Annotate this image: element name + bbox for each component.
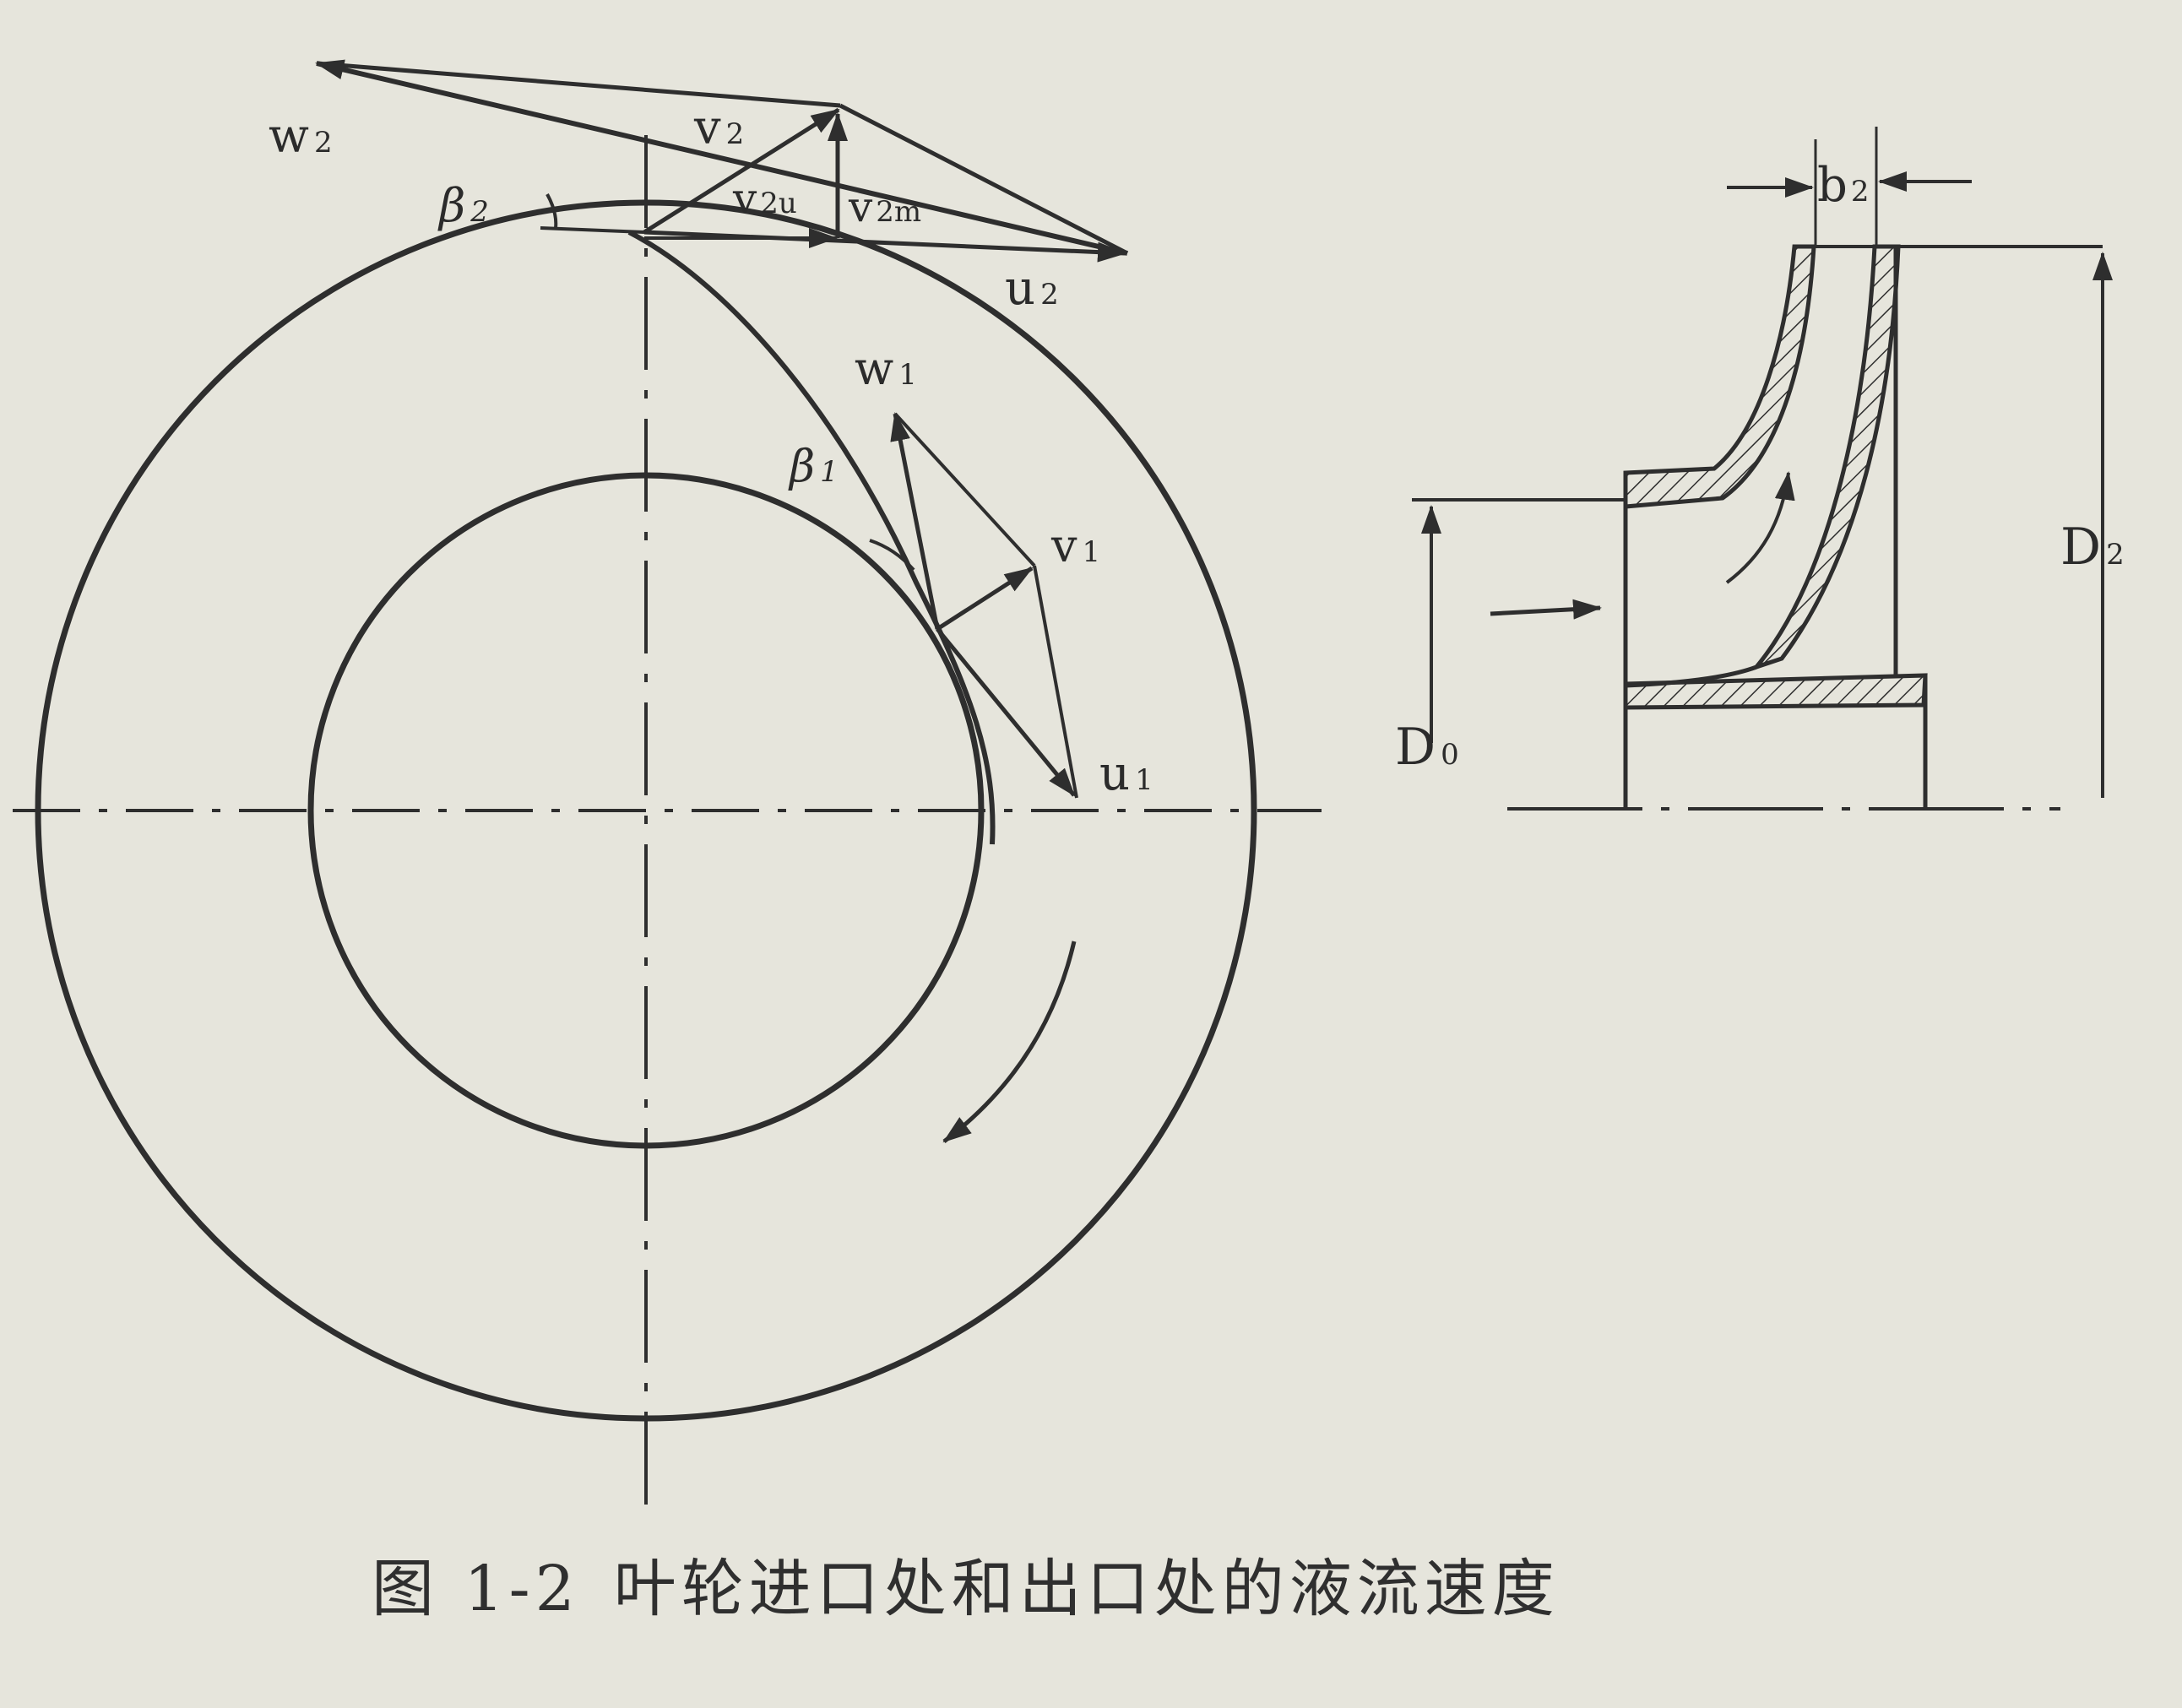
hub-plate — [1623, 673, 1928, 710]
u1-vector — [936, 627, 1076, 797]
caption-text: 叶轮进口处和出口处的液流速度 — [613, 1553, 1560, 1625]
inlet-velocity-triangle — [869, 412, 1078, 799]
beta2-arc — [546, 193, 558, 229]
figure-caption: 图 1-2 叶轮进口处和出口处的液流速度 — [372, 1538, 1593, 1629]
blade-curve — [627, 230, 996, 845]
rear-shroud — [1750, 244, 1901, 672]
front-shroud — [1623, 244, 1816, 509]
caption-number: 图 1-2 — [372, 1553, 580, 1625]
v2-vector — [643, 107, 840, 235]
beta1-arc — [869, 539, 915, 572]
passage-flow-arrow — [1725, 471, 1795, 584]
rotation-arrow — [942, 941, 1077, 1143]
outlet-velocity-triangle — [315, 59, 1129, 263]
w2-vector — [315, 59, 1128, 256]
beta2-tangent — [540, 226, 645, 234]
w1-vector — [890, 412, 940, 630]
v1-vector — [936, 566, 1034, 632]
u2-vector — [643, 230, 1126, 263]
inlet-flow-arrow — [1490, 599, 1602, 620]
